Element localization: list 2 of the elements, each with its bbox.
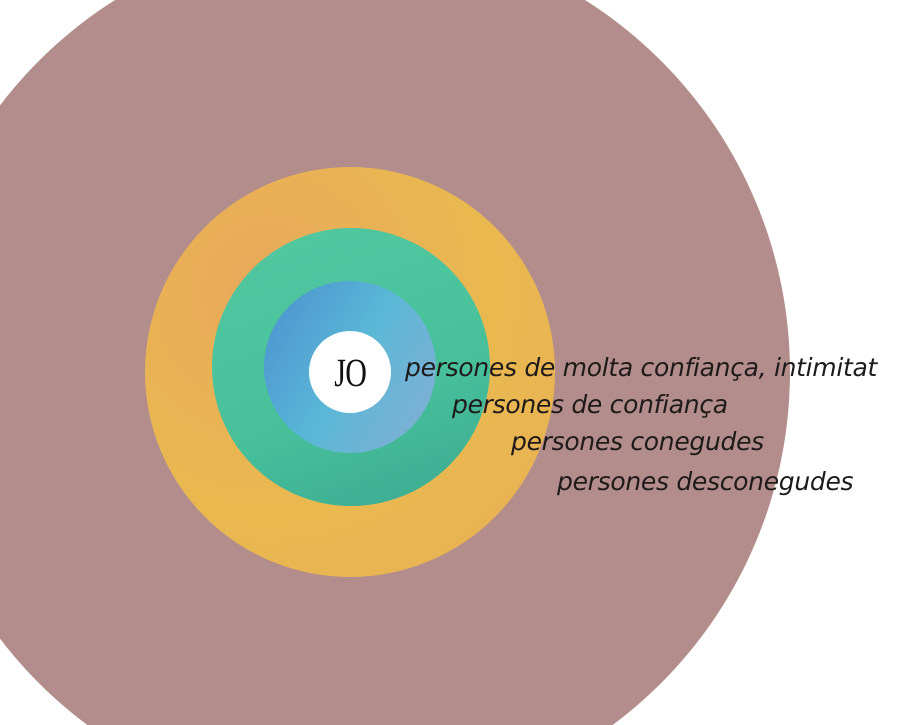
center-label: JO: [334, 348, 366, 396]
ring-label: persones conegudes: [511, 427, 764, 456]
